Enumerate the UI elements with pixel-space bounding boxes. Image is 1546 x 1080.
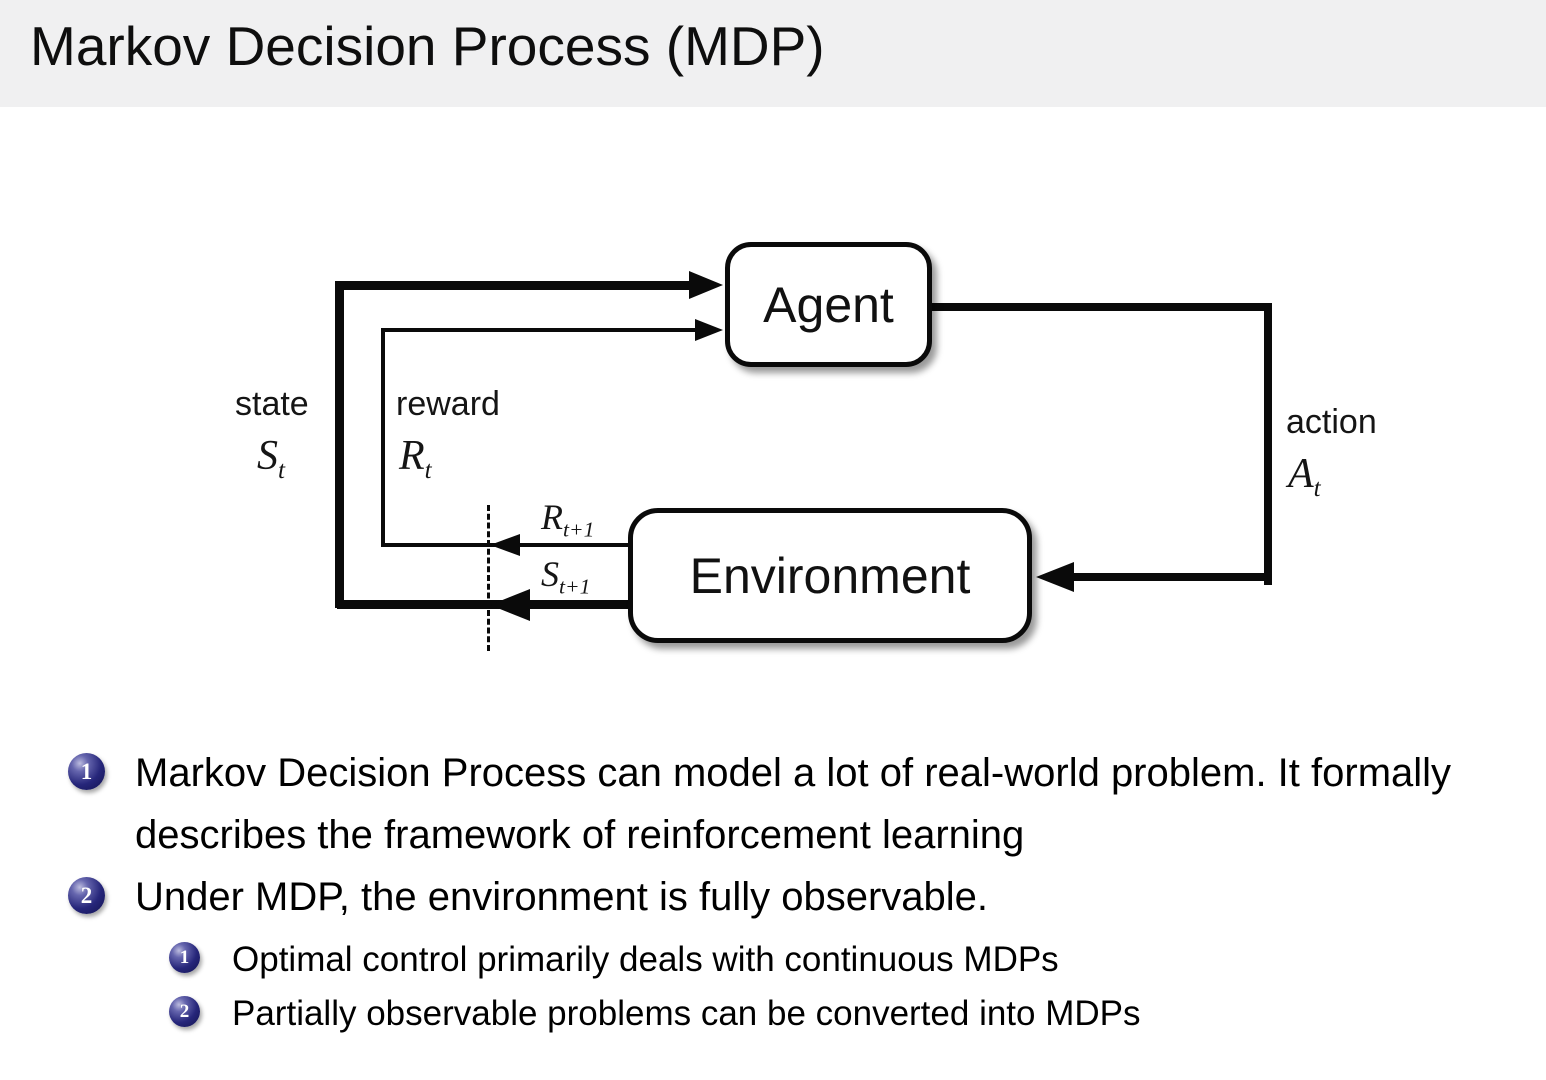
reward-to-agent-arrowhead-icon: [695, 319, 723, 341]
slide-title-bar: Markov Decision Process (MDP): [0, 0, 1546, 107]
sub-enumerate-ball-1: 1: [169, 942, 200, 973]
action-to-environment-line: [1060, 573, 1272, 581]
agent-box: Agent: [725, 242, 932, 367]
reward-loop-vertical-line: [381, 328, 385, 545]
state-label: state: [235, 385, 309, 423]
next-state-from-environment-line: [337, 600, 628, 609]
state-symbol: St: [257, 433, 285, 484]
next-reward-symbol: Rt+1: [541, 497, 595, 542]
enumerate-ball-1: 1: [68, 753, 105, 790]
state-to-agent-arrowhead-icon: [689, 271, 723, 299]
environment-box-label: Environment: [689, 547, 971, 604]
sub-bullet-1-text: Optimal control primarily deals with con…: [232, 940, 1059, 979]
action-label: action: [1286, 403, 1377, 441]
environment-box: Environment: [628, 508, 1032, 643]
reward-symbol: Rt: [399, 433, 432, 484]
next-reward-arrowhead-icon: [490, 534, 520, 556]
bullet-1-text: Markov Decision Process can model a lot …: [135, 751, 1452, 857]
state-to-agent-line: [335, 281, 691, 290]
reward-label: reward: [396, 385, 500, 423]
reward-to-agent-line: [381, 328, 696, 332]
enumerate-ball-2: 2: [68, 877, 105, 914]
next-state-symbol: St+1: [541, 554, 591, 599]
sub-bullet-2-text: Partially observable problems can be con…: [232, 994, 1141, 1033]
agent-environment-diagram: Agent Environment state St reward Rt act…: [235, 242, 1377, 651]
action-to-environment-arrowhead-icon: [1036, 562, 1074, 592]
action-vertical-line: [1264, 303, 1272, 585]
agent-box-label: Agent: [763, 276, 894, 333]
agent-to-action-line: [932, 303, 1272, 311]
action-symbol: At: [1288, 451, 1321, 502]
slide-title: Markov Decision Process (MDP): [30, 15, 825, 77]
sub-enumerate-ball-2: 2: [169, 996, 200, 1027]
time-step-dashed-line: [487, 505, 490, 651]
next-state-arrowhead-icon: [490, 589, 530, 621]
bullet-2-text: Under MDP, the environment is fully obse…: [135, 875, 989, 919]
state-loop-vertical-line: [335, 281, 344, 608]
